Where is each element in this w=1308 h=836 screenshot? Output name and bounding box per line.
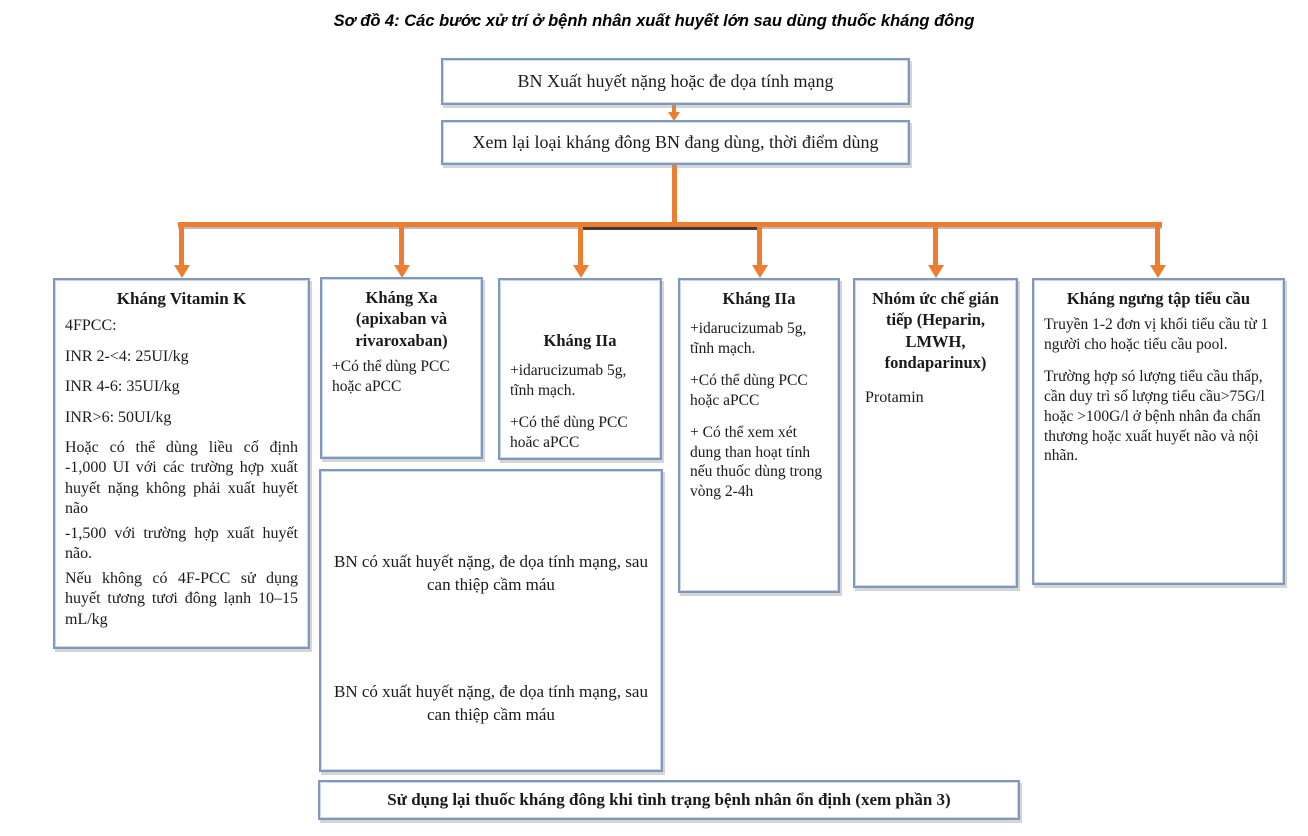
column-box-khang-xa: Kháng Xa (apixaban và rivaroxaban) +Có t… — [320, 277, 483, 459]
connector-drop-5 — [933, 225, 938, 266]
distributor-shadow-dark — [582, 227, 762, 230]
column-title: Kháng Vitamin K — [116, 289, 247, 308]
column-box-vitamin-k: Kháng Vitamin K 4FPCC: INR 2-<4: 25UI/kg… — [53, 278, 310, 649]
column-line: Protamin — [865, 388, 924, 406]
connector-distributor — [178, 222, 1162, 227]
box-restart-anticoagulant-text: Sử dụng lại thuốc kháng đông khi tình tr… — [387, 790, 951, 809]
arrow-down-icon — [173, 265, 190, 278]
column-box-khang-iia-1: Kháng IIa +idarucizumab 5g, tĩnh mạch. +… — [498, 278, 662, 460]
box-severe-bleeding-text: BN Xuất huyết nặng hoặc đe dọa tính mạng — [517, 71, 834, 91]
column-line: Hoặc có thể dùng liều cố định -1,000 UI … — [65, 438, 298, 518]
column-line: Trường hợp só lượng tiểu cầu thấp, cần d… — [1044, 368, 1265, 465]
arrow-down-icon — [668, 112, 680, 121]
box-severe-bleeding: BN Xuất huyết nặng hoặc đe dọa tính mạng — [441, 58, 910, 105]
column-line: INR 4-6: 35UI/kg — [65, 378, 180, 396]
box-review-anticoagulant-text: Xem lại loại kháng đông BN đang dùng, th… — [472, 132, 879, 152]
connector-drop-4 — [757, 225, 762, 266]
column-title: Kháng Xa (apixaban và rivaroxaban) — [355, 288, 448, 350]
column-box-khang-iia-2: Kháng IIa +idarucizumab 5g, tĩnh mạch. +… — [678, 278, 840, 593]
column-line: Nếu không có 4F-PCC sử dụng huyết tương … — [65, 569, 298, 628]
box-restart-anticoagulant: Sử dụng lại thuốc kháng đông khi tình tr… — [318, 780, 1020, 820]
column-line: Truyền 1-2 đơn vị khối tiểu cầu từ 1 ngư… — [1044, 316, 1269, 354]
box-post-hemostasis-text-1: BN có xuất huyết nặng, đe dọa tính mạng,… — [334, 552, 648, 594]
diagram-title: Sơ đồ 4: Các bước xử trí ở bệnh nhân xuấ… — [333, 12, 975, 30]
column-box-indirect-inhibitors: Nhóm ức chế gián tiếp (Heparin, LMWH, fo… — [853, 278, 1018, 588]
box-review-anticoagulant: Xem lại loại kháng đông BN đang dùng, th… — [441, 120, 910, 165]
column-title: Kháng ngưng tập tiểu cầu — [1066, 289, 1251, 308]
column-title: Kháng IIa — [722, 289, 796, 308]
box-post-hemostasis-text-2: BN có xuất huyết nặng, đe dọa tính mạng,… — [334, 682, 648, 724]
box-post-hemostasis: BN có xuất huyết nặng, đe dọa tính mạng,… — [319, 469, 663, 772]
arrow-down-icon — [572, 265, 589, 278]
connector-top-shaft — [672, 104, 676, 113]
column-line: +Có thể dùng PCC hoặc aPCC — [332, 358, 450, 396]
column-line: +Có thể dùng PCC hoăc aPCC — [510, 414, 628, 451]
column-box-antiplatelet: Kháng ngưng tập tiểu cầu Truyền 1-2 đơn … — [1032, 278, 1285, 585]
column-title: Kháng IIa — [543, 331, 617, 350]
arrow-down-icon — [1149, 265, 1166, 278]
arrow-down-icon — [393, 265, 410, 278]
column-line: INR>6: 50UI/kg — [65, 408, 172, 426]
arrow-down-icon — [751, 265, 768, 278]
connector-drop-3 — [578, 225, 583, 266]
column-line: +Có thể dùng PCC hoặc aPCC — [690, 372, 808, 409]
connector-drop-2 — [399, 225, 404, 266]
column-line: +idarucizumab 5g, tĩnh mạch. — [690, 320, 807, 358]
connector-feeder — [672, 165, 677, 224]
connector-drop-6 — [1155, 225, 1160, 266]
column-line: -1,500 với trường hợp xuất huyết não. — [65, 524, 298, 563]
column-title: Nhóm ức chế gián tiếp (Heparin, LMWH, fo… — [872, 289, 999, 373]
column-line: INR 2-<4: 25UI/kg — [65, 347, 189, 365]
column-line: + Có thể xem xét dung than hoạt tính nếu… — [690, 423, 823, 501]
column-line: +idarucizumab 5g, tĩnh mạch. — [510, 362, 627, 400]
arrow-down-icon — [927, 265, 944, 278]
connector-drop-1 — [179, 225, 184, 266]
column-line: 4FPCC: — [65, 317, 117, 335]
